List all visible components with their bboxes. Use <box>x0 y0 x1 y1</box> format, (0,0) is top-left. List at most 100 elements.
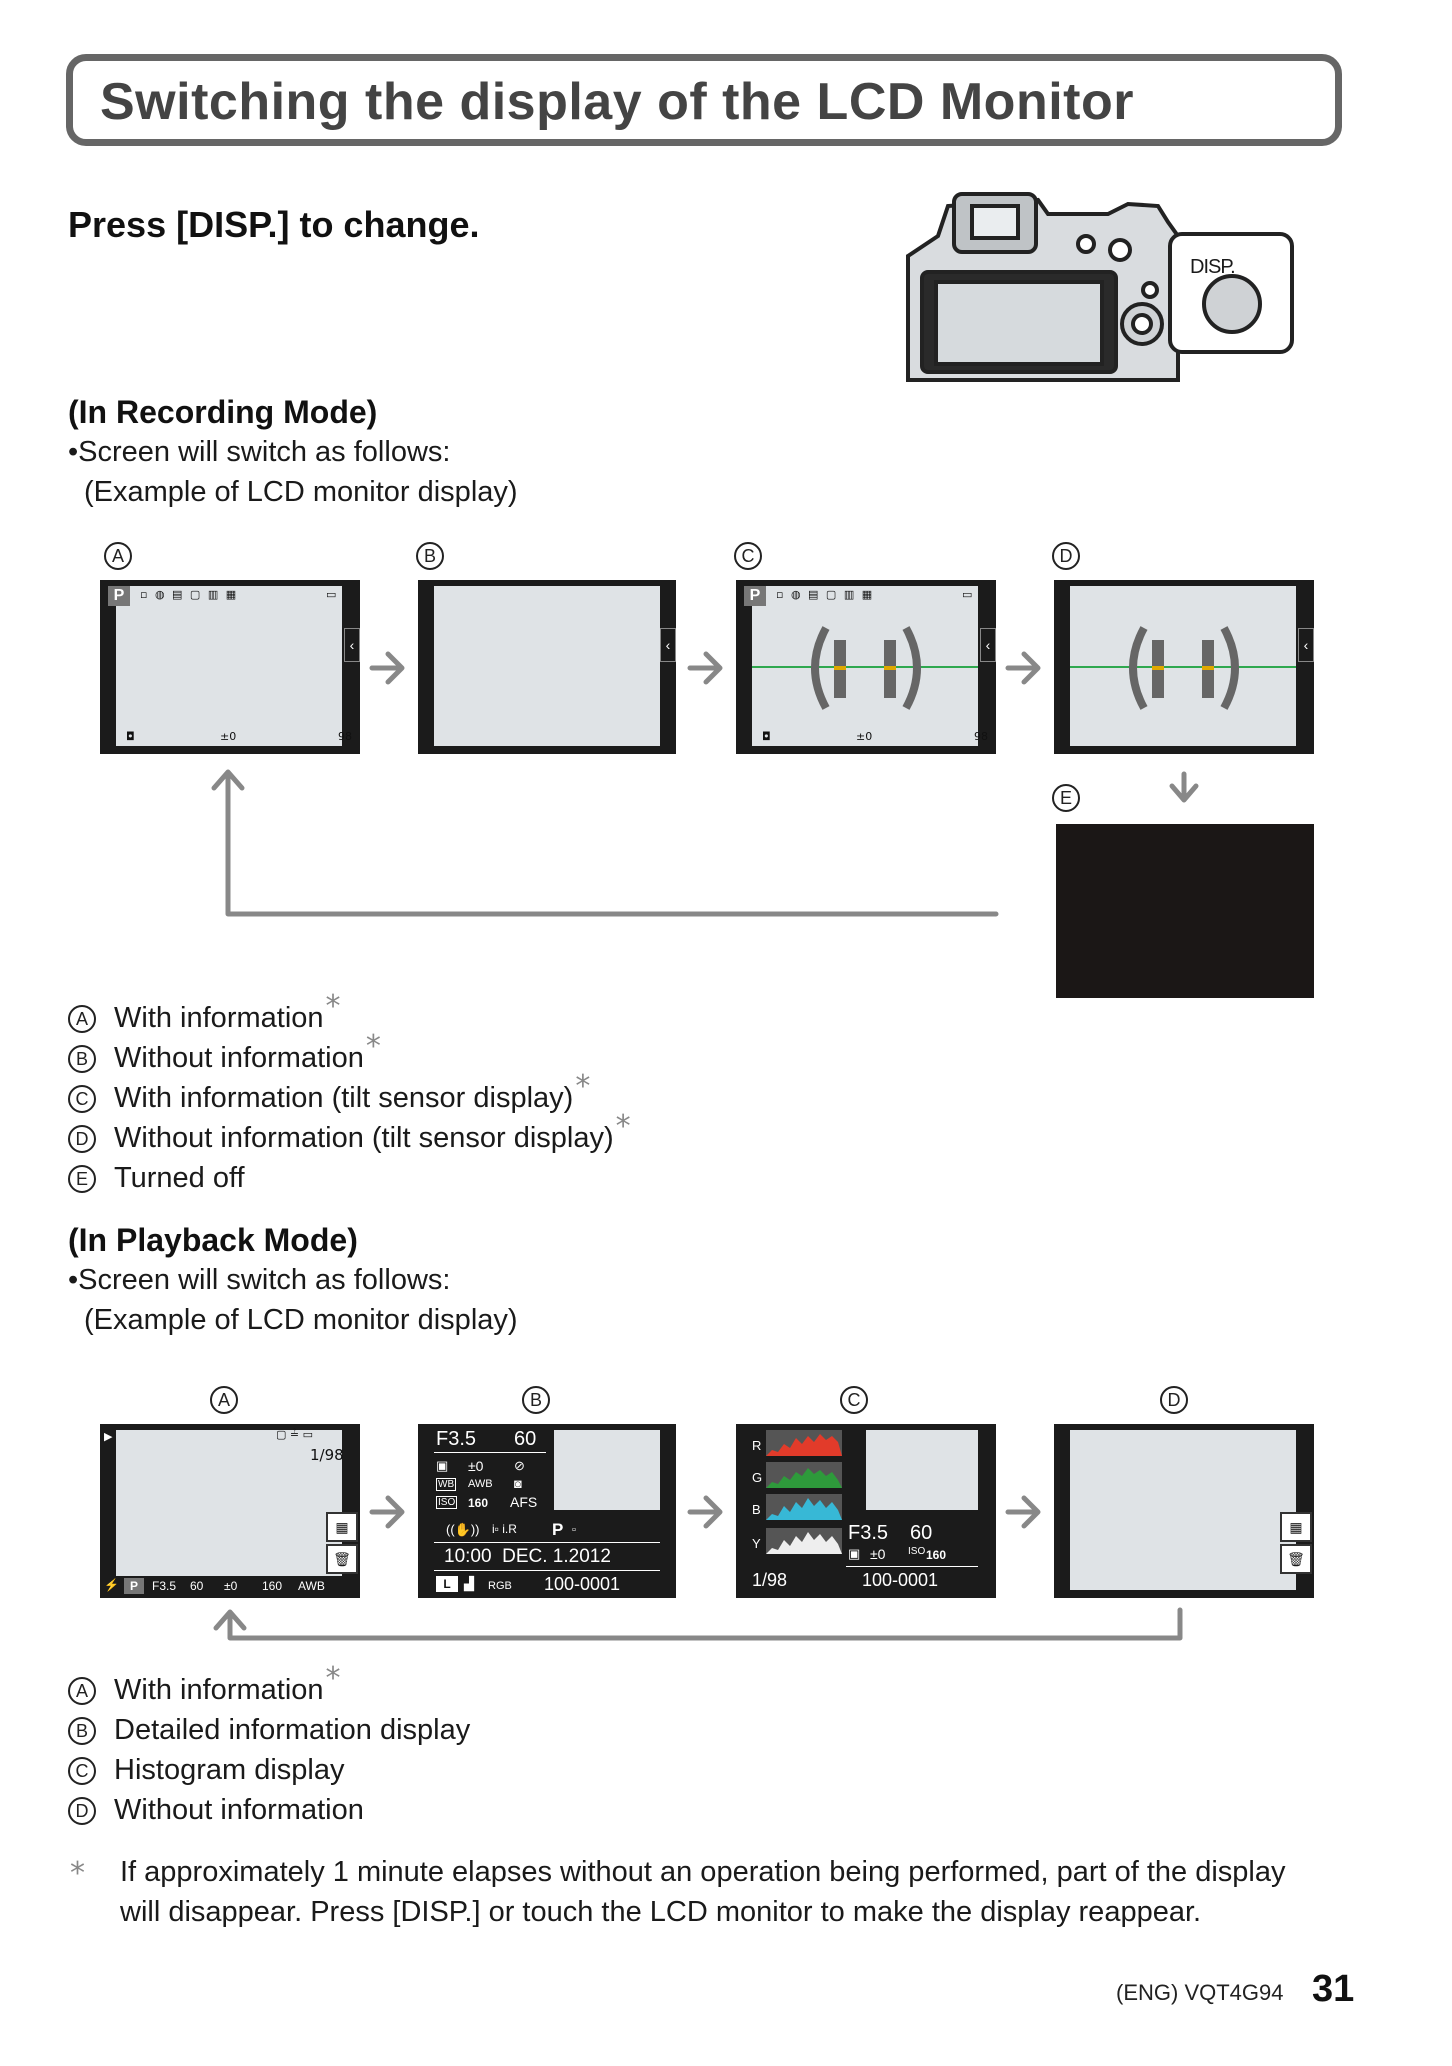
rec-legend-b-text: Without information <box>114 1042 364 1074</box>
camera-illustration <box>906 192 1294 382</box>
play-a-mode: P <box>124 1578 144 1594</box>
touch-tab-icon[interactable]: ‹ <box>660 628 676 662</box>
play-screen-b: F3.5 60 ▣ ±0 WB AWB ISO 160 AFS ⊘ ◙ ((✋)… <box>418 1424 676 1598</box>
footnote-mark: * <box>70 1856 85 1891</box>
rec-a-status-icons: ▫ ◍ ▤ ▢ ▥ ▦ <box>140 588 239 601</box>
play-legend-c-text: Histogram display <box>114 1754 345 1786</box>
playback-icon: ▶ <box>104 1430 113 1443</box>
play-legend-d-marker: D <box>68 1796 96 1825</box>
trash-icon[interactable]: 🗑 <box>1280 1544 1312 1574</box>
divider <box>434 1452 546 1453</box>
touch-tab-icon[interactable]: ‹ <box>1298 628 1314 662</box>
rec-screen-b-view <box>434 586 660 746</box>
play-screen-d: ▦ 🗑 <box>1054 1424 1314 1598</box>
recording-flow-arrows <box>211 651 1199 917</box>
play-c-aperture: F3.5 <box>848 1522 889 1544</box>
rec-screen-a-view <box>116 586 342 746</box>
level-line <box>1070 666 1296 668</box>
rec-legend-a-marker: A <box>68 1004 96 1033</box>
rec-a-exposure: ±0 <box>220 730 237 743</box>
press-instruction: Press [DISP.] to change. <box>68 204 480 245</box>
play-b-focus: AFS <box>510 1494 538 1510</box>
play-a-info-bar <box>100 1576 360 1598</box>
recording-example: (Example of LCD monitor display) <box>84 476 518 508</box>
footnote-line-2: will disappear. Press [DISP.] or touch t… <box>120 1896 1202 1928</box>
rec-screen-e-off <box>1056 824 1314 998</box>
playback-example: (Example of LCD monitor display) <box>84 1304 518 1336</box>
play-b-color-space: RGB <box>488 1580 512 1592</box>
tilt-sensor-gauge <box>1129 626 1239 710</box>
page-number: 31 <box>1312 1968 1355 2010</box>
rec-marker-b: B <box>416 542 444 570</box>
title-box <box>66 54 1342 146</box>
play-marker-a: A <box>210 1386 238 1414</box>
histogram-label-y: Y <box>752 1536 761 1551</box>
play-marker-c: C <box>840 1386 868 1414</box>
play-legend-a-text: With information <box>114 1674 324 1706</box>
rec-c-status-icons: ▫ ◍ ▤ ▢ ▥ ▦ <box>776 588 875 601</box>
play-b-shutter: 60 <box>514 1428 537 1450</box>
play-screen-c: R G B Y F3.5 60 ▣ ±0 ISO 160 1/98 100-00… <box>736 1424 996 1598</box>
rec-c-exposure: ±0 <box>856 730 873 743</box>
histogram-label-g: G <box>752 1470 763 1485</box>
play-b-aperture: F3.5 <box>436 1428 477 1450</box>
stabilizer-icon: ((✋)) <box>446 1522 480 1537</box>
camera-mode-icon: ◘ <box>126 730 135 743</box>
play-c-iso-label: ISO <box>908 1546 926 1557</box>
playback-bullet: •Screen will switch as follows: <box>68 1264 451 1296</box>
rec-c-mode-badge: P <box>744 586 766 606</box>
play-legend-b-marker: B <box>68 1716 96 1745</box>
play-b-iso: 160 <box>468 1496 489 1510</box>
play-legend-a-marker: A <box>68 1676 96 1705</box>
play-c-count: 1/98 <box>752 1570 788 1590</box>
rec-c-count: 98 <box>974 730 988 743</box>
rec-marker-c: C <box>734 542 762 570</box>
play-b-wb: AWB <box>468 1478 493 1490</box>
play-legend-d-text: Without information <box>114 1794 364 1826</box>
play-a-aperture: F3.5 <box>152 1579 177 1593</box>
play-marker-b: B <box>522 1386 550 1414</box>
rec-marker-a: A <box>104 542 132 570</box>
battery-icon: ▭ <box>326 588 337 601</box>
rec-a-mode-badge: P <box>108 586 130 606</box>
play-b-mode: P <box>552 1520 564 1539</box>
play-b-datetime: 10:00 DEC. 1.2012 <box>444 1546 611 1567</box>
asterisk-mark: * <box>325 1661 341 1697</box>
rec-legend-a: A With information* <box>68 992 341 1035</box>
battery-icon: ▭ <box>962 588 973 601</box>
touch-tab-icon[interactable]: ‹ <box>344 628 360 662</box>
play-legend-d: D Without information <box>68 1794 366 1827</box>
rec-screen-a: P ▫ ◍ ▤ ▢ ▥ ▦ ▭ ±0 98 ◘ ‹ <box>100 580 360 754</box>
asterisk-mark: * <box>575 1069 591 1105</box>
intelligent-icons: i▫ i.R <box>492 1522 517 1536</box>
play-a-wb: AWB <box>298 1579 325 1593</box>
play-a-exposure: ±0 <box>224 1579 238 1593</box>
tilt-sensor-gauge <box>811 626 921 710</box>
playback-flow-arrows <box>213 1495 1183 1641</box>
play-screen-a-view <box>116 1430 342 1576</box>
rec-legend-d-marker: D <box>68 1124 96 1153</box>
play-screen-a: ▶ ▢ ≟ ▭ 1/98 ▦ 🗑 ⚡ P F3.5 60 ±0 160 AWB <box>100 1424 360 1598</box>
play-c-iso: 160 <box>926 1548 947 1562</box>
trash-icon[interactable]: 🗑 <box>326 1544 358 1574</box>
doc-code: (ENG) VQT4G94 <box>1116 1980 1284 2005</box>
multi-playback-icon[interactable]: ▦ <box>1280 1512 1312 1542</box>
photo-style-icon: ▫ <box>572 1524 576 1536</box>
camera-mode-icon: ◘ <box>762 730 771 743</box>
play-a-count: 1/98 <box>310 1446 344 1464</box>
play-a-shutter: 60 <box>190 1579 204 1593</box>
rec-legend-a-text: With information <box>114 1002 324 1034</box>
asterisk-mark: * <box>325 989 341 1025</box>
multi-playback-icon[interactable]: ▦ <box>326 1512 358 1542</box>
play-legend-c-marker: C <box>68 1756 96 1785</box>
rec-screen-d: ‹ <box>1054 580 1314 754</box>
touch-tab-icon[interactable]: ‹ <box>980 628 996 662</box>
exposure-icon: ▣ <box>848 1546 861 1561</box>
play-c-file-no: 100-0001 <box>862 1570 939 1590</box>
exposure-icon: ▣ <box>436 1458 449 1473</box>
